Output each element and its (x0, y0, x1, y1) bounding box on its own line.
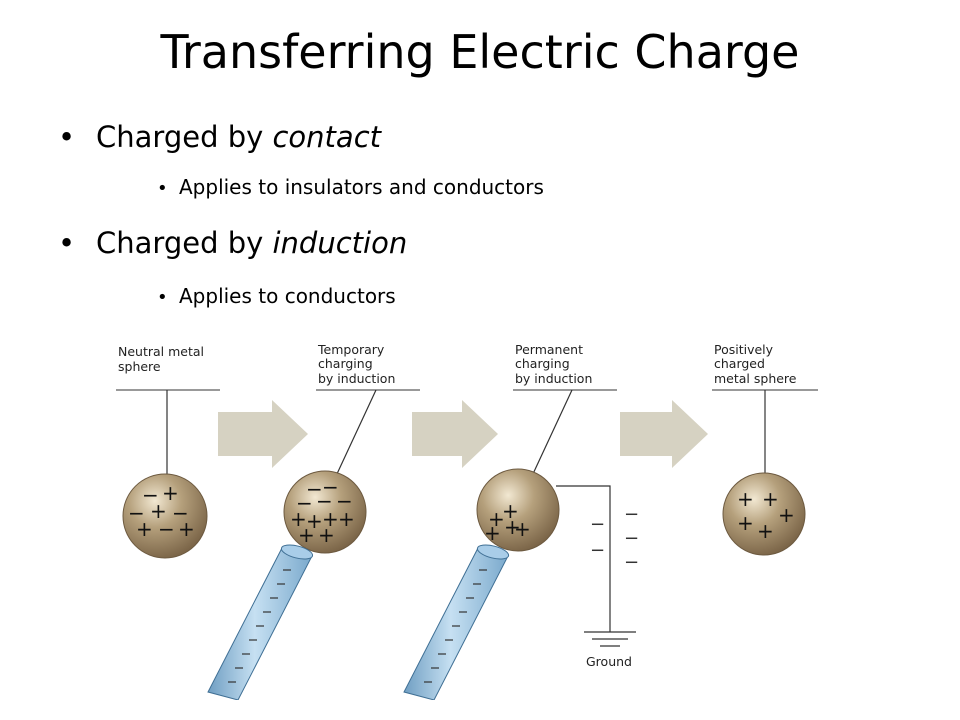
metal-sphere (722, 472, 806, 556)
stage-label-line: by induction (515, 371, 592, 386)
sub-bullet-dot: • (157, 287, 168, 308)
charge-sign: + (488, 507, 505, 531)
ground-wire (556, 485, 636, 647)
charge-sign: + (737, 511, 754, 535)
bullet-emphasis: contact (272, 120, 382, 154)
charge-sign: + (757, 519, 774, 543)
charge-sign: + (178, 517, 195, 541)
stage-label-line: by induction (318, 371, 395, 386)
charge-sign: − (322, 475, 339, 499)
charge-sign: + (162, 481, 179, 505)
charge-sign: − (172, 501, 189, 525)
stage-positive: Positively charged metal sphere + + + + … (712, 342, 818, 556)
charge-sign: + (290, 507, 307, 531)
ground-label: Ground (586, 654, 632, 669)
charged-rod (403, 544, 510, 700)
charge-sign: − (142, 483, 159, 507)
charge-sign: + (778, 503, 795, 527)
bullet-emphasis: induction (272, 226, 408, 260)
charge-sign: − (624, 504, 639, 525)
step-arrow (412, 400, 498, 468)
charge-sign: − (590, 514, 605, 535)
charge-sign: + (298, 523, 315, 547)
stage-label-line: sphere (118, 359, 161, 374)
stage-permanent: Permanent charging by induction + + + + … (403, 342, 639, 700)
charge-sign: − (296, 491, 313, 515)
charge-sign: + (136, 517, 153, 541)
bullet-contact: • Charged by contact (58, 120, 381, 154)
charge-sign: + (762, 487, 779, 511)
charge-sign: − (590, 540, 605, 561)
hanging-thread (335, 389, 377, 477)
sub-bullet-text: Applies to insulators and conductors (179, 175, 544, 199)
charge-sign: − (624, 528, 639, 549)
stage-label-line: Neutral metal (118, 344, 204, 359)
rod-tip (476, 544, 510, 560)
charge-sign: − (336, 489, 353, 513)
stage-label-line: Positively (714, 342, 774, 357)
charge-sign: + (504, 515, 521, 539)
sub-bullet-dot: • (157, 178, 168, 199)
rod-body (403, 547, 509, 700)
slide-title: Transferring Electric Charge (160, 25, 800, 79)
bullet-prefix: Charged by (96, 120, 273, 154)
charge-sign: + (338, 507, 355, 531)
sub-bullet-text: Applies to conductors (179, 284, 396, 308)
hanging-thread (531, 389, 573, 477)
charge-sign: + (306, 509, 323, 533)
stage-label-line: Temporary (317, 342, 385, 357)
rod-body (207, 547, 313, 700)
charge-sign: + (318, 523, 335, 547)
stage-neutral: Neutral metal sphere − + − + − + − + (116, 344, 220, 559)
bullet-induction: • Charged by induction (58, 226, 407, 260)
charge-sign: + (737, 487, 754, 511)
metal-sphere (122, 473, 208, 559)
bullet-dot: • (58, 120, 76, 154)
bullet-dot: • (58, 226, 76, 260)
stage-label-line: charged (714, 356, 765, 371)
charge-sign: + (514, 517, 531, 541)
stage-label-line: charging (318, 356, 373, 371)
induction-diagram: Neutral metal sphere − + − + − + − + Tem… (116, 342, 818, 700)
step-arrow (218, 400, 308, 468)
bullet-text: Charged by contact (96, 120, 381, 154)
stage-label-line: charging (515, 356, 570, 371)
bullet-text: Charged by induction (96, 226, 407, 260)
rod-tip (280, 544, 314, 560)
charge-sign: − (306, 477, 323, 501)
bullet-prefix: Charged by (96, 226, 273, 260)
charge-sign: + (322, 507, 339, 531)
stage-temporary: Temporary charging by induction − − − − … (207, 342, 420, 700)
step-arrow (620, 400, 708, 468)
charge-sign: − (128, 501, 145, 525)
charged-rod (207, 544, 314, 700)
charge-sign: − (624, 552, 639, 573)
sub-bullet-contact: • Applies to insulators and conductors (157, 175, 544, 199)
metal-sphere (283, 470, 367, 554)
charge-sign: + (502, 499, 519, 523)
charge-sign: − (158, 517, 175, 541)
metal-sphere (476, 468, 560, 552)
stage-label-line: Permanent (515, 342, 583, 357)
charge-sign: − (316, 489, 333, 513)
stage-label-line: metal sphere (714, 371, 797, 386)
sub-bullet-induction: • Applies to conductors (157, 284, 396, 308)
charge-sign: + (484, 521, 501, 545)
charge-sign: + (150, 499, 167, 523)
